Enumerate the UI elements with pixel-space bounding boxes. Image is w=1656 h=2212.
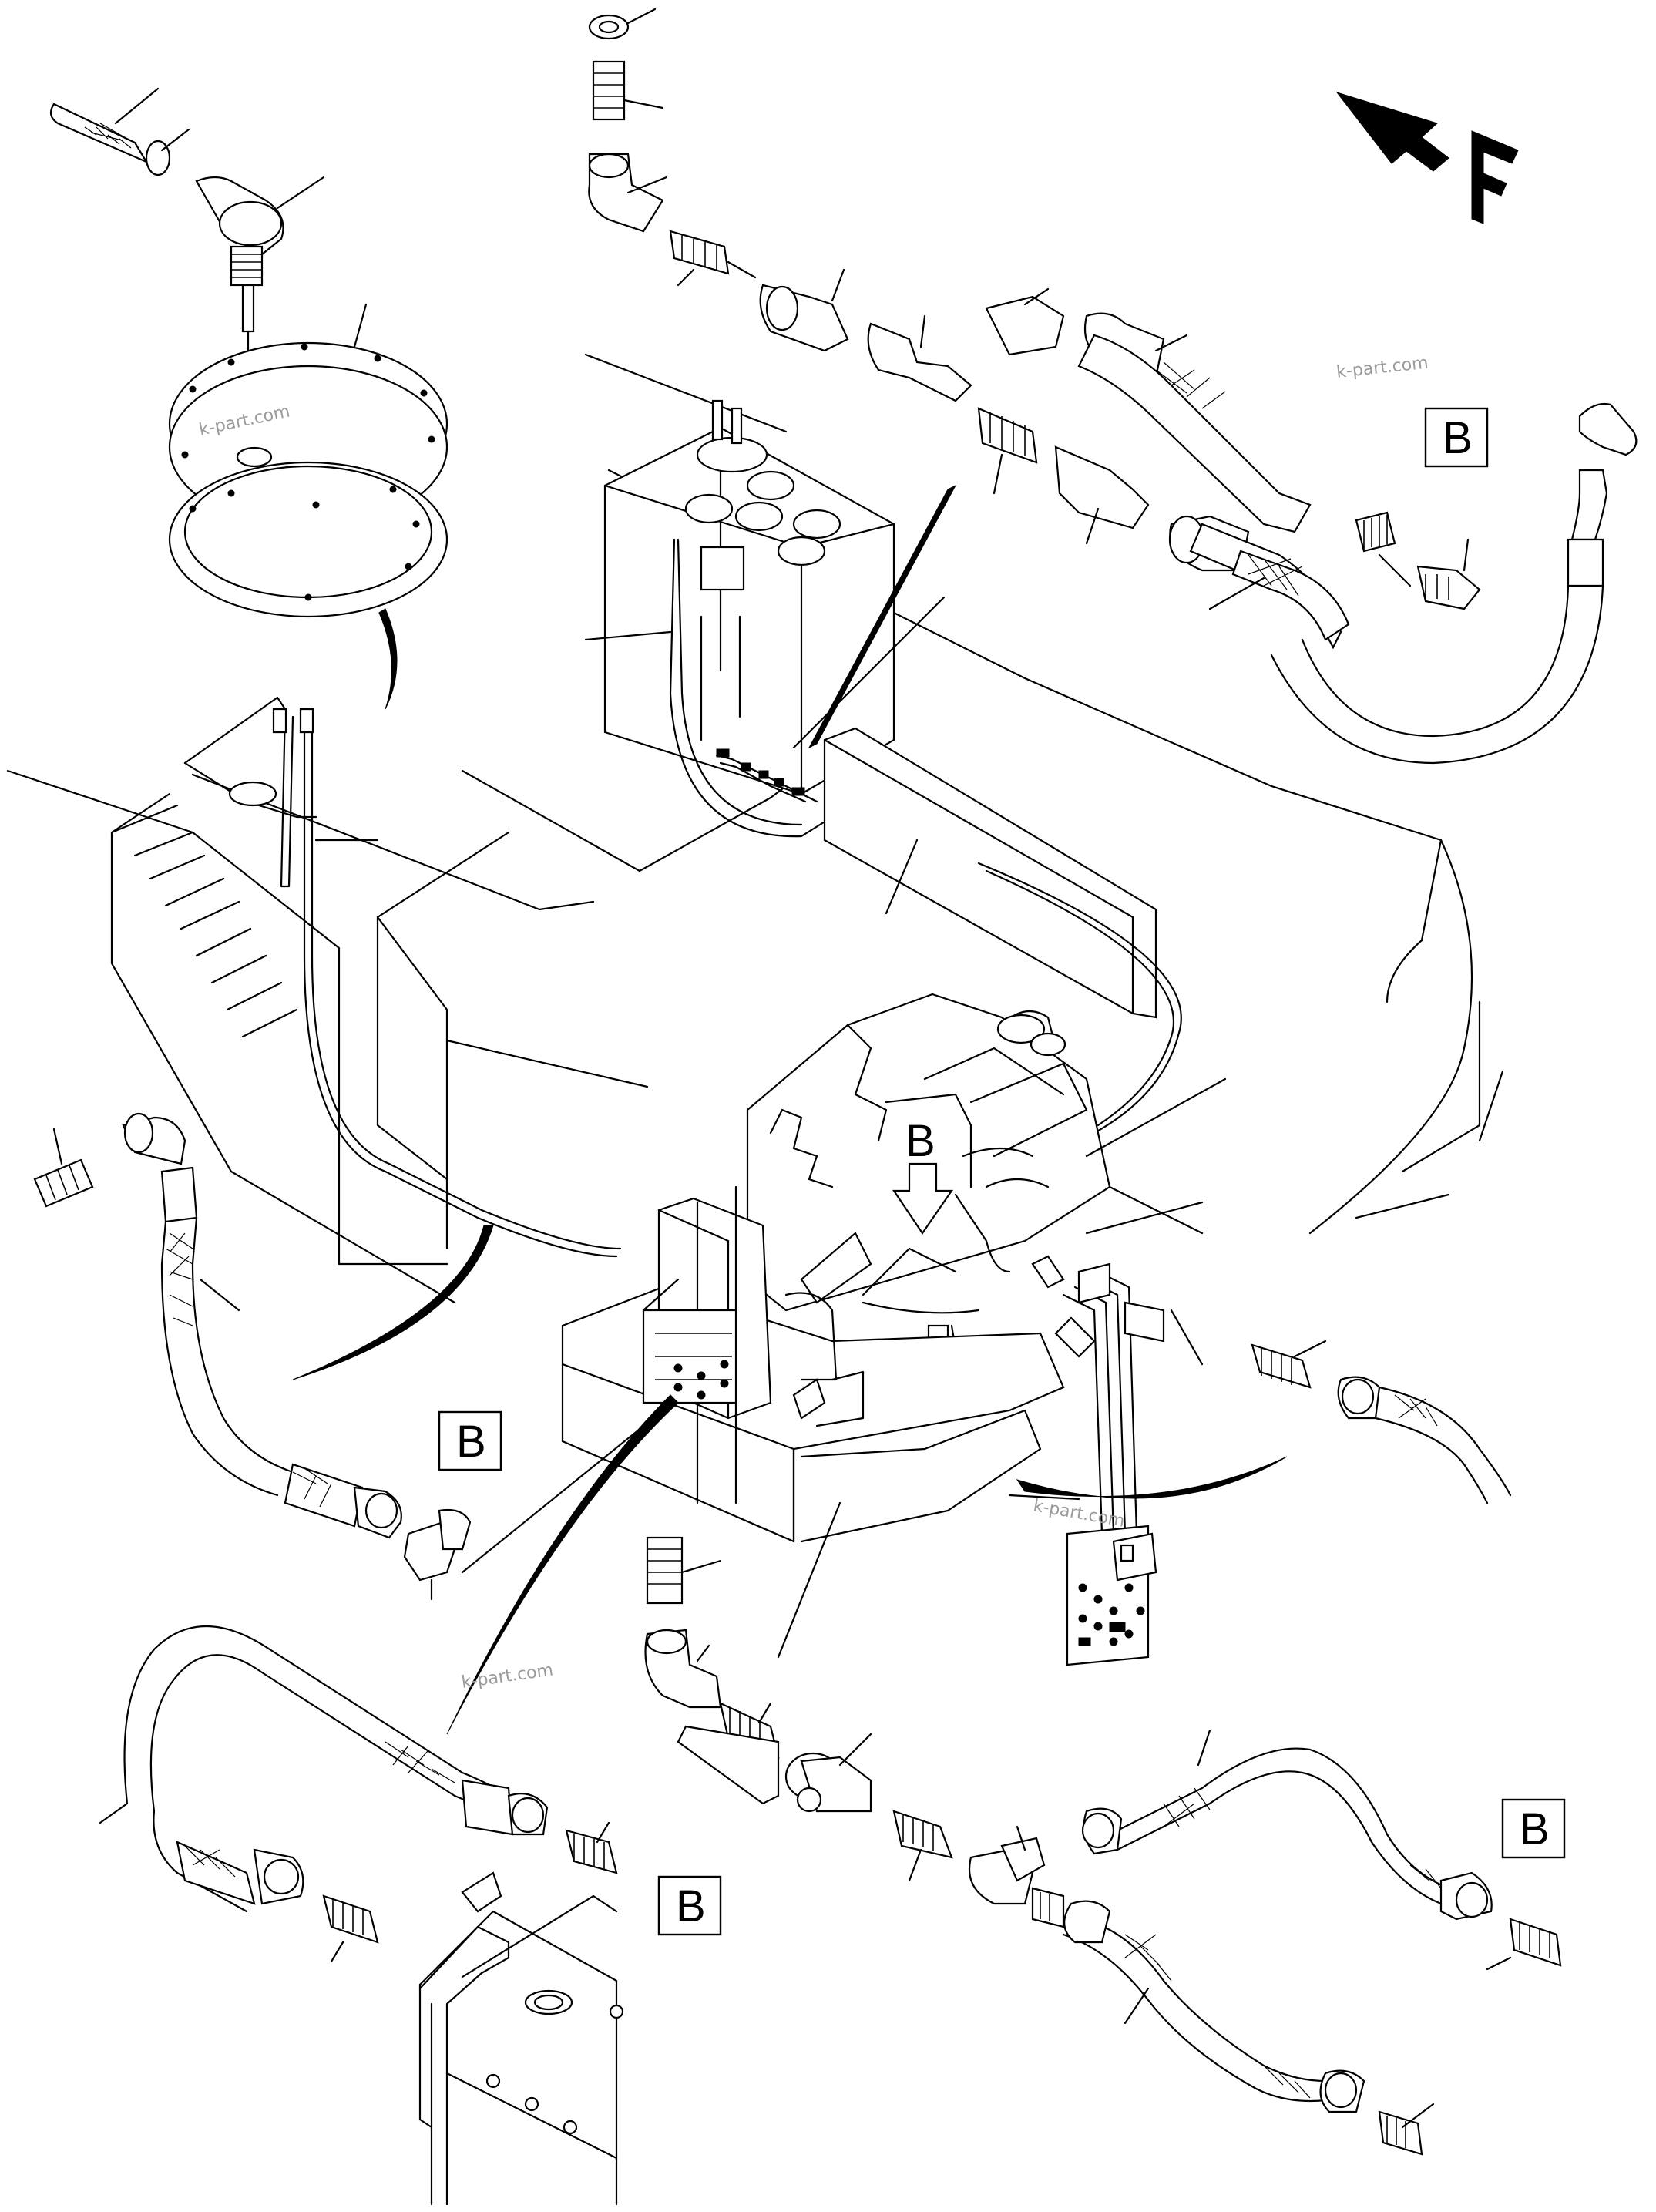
counterweight-block <box>823 727 1182 1135</box>
left-hose-assembly <box>33 1112 472 1601</box>
front-direction-arrow-icon <box>1335 92 1519 224</box>
control-valve <box>746 993 1227 1535</box>
solenoid-panel <box>1008 1456 1288 1666</box>
battery-box <box>584 399 957 838</box>
svg-text:B: B <box>1520 1804 1550 1854</box>
bottom-right-hoses <box>1062 1729 1562 2156</box>
mid-right-couplings <box>1251 1340 1512 1504</box>
bottom-left-hose-assembly <box>99 1625 618 1963</box>
cable-harness <box>715 748 818 803</box>
svg-text:B: B <box>1443 413 1473 463</box>
arrow-b-label: B <box>905 1116 935 1166</box>
view-b-label-left: B <box>438 1410 502 1471</box>
view-b-label-bottom-center: B <box>657 1875 722 1936</box>
watermark: k-part.com <box>460 1661 554 1693</box>
view-b-arrow: B <box>892 1116 954 1235</box>
right-loop-hose <box>1270 402 1638 765</box>
main-body-frame <box>6 353 1504 1304</box>
bottom-center-fittings <box>644 1536 1065 1928</box>
top-fitting-chain <box>588 8 1250 572</box>
bottom-frame-member <box>418 1871 624 2206</box>
watermark: k-part.com <box>1335 354 1429 382</box>
breather-cap-assembly <box>49 87 448 710</box>
upper-braided-hoses <box>1077 334 1481 650</box>
view-b-label-top-right: B <box>1424 407 1489 468</box>
view-b-label-bottom-right: B <box>1501 1798 1566 1859</box>
svg-text:B: B <box>456 1417 486 1467</box>
lower-platform-box <box>446 1185 1065 1735</box>
left-stay-rods <box>183 696 622 1380</box>
svg-text:B: B <box>676 1881 706 1931</box>
